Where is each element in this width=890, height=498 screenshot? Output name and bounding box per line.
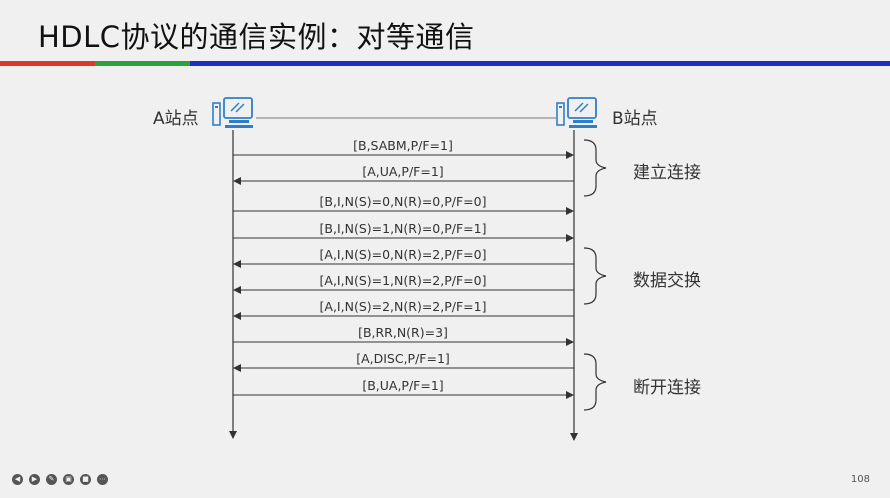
message-label: [B,RR,N(R)=3] xyxy=(358,325,448,340)
message-label: [B,I,N(S)=1,N(R)=0,P/F=1] xyxy=(319,221,487,236)
zoom-icon[interactable]: ▣ xyxy=(63,474,74,485)
station-a-label: A站点 xyxy=(153,109,199,129)
camera-icon[interactable]: ■ xyxy=(80,474,91,485)
phase-label: 数据交换 xyxy=(633,271,701,291)
phase-brace xyxy=(583,139,607,197)
message-label: [A,I,N(S)=2,N(R)=2,P/F=1] xyxy=(319,299,487,314)
page-number: 108 xyxy=(850,474,870,485)
phase-brace xyxy=(583,353,607,411)
next-icon[interactable]: ▶ xyxy=(29,474,40,485)
presentation-controls: ◀ ▶ ✎ ▣ ■ ⋯ xyxy=(12,474,108,485)
pen-icon[interactable]: ✎ xyxy=(46,474,57,485)
message-label: [A,I,N(S)=1,N(R)=2,P/F=0] xyxy=(319,273,487,288)
message-label: [B,UA,P/F=1] xyxy=(362,378,444,393)
station-b-label: B站点 xyxy=(612,109,658,129)
title-rule-green xyxy=(95,61,190,66)
message-label: [A,DISC,P/F=1] xyxy=(356,351,450,366)
message-label: [A,I,N(S)=0,N(R)=2,P/F=0] xyxy=(319,247,487,262)
slide-title: HDLC协议的通信实例：对等通信 xyxy=(38,20,475,54)
phase-label: 建立连接 xyxy=(633,163,701,183)
computer-icon xyxy=(212,97,253,128)
message-label: [B,SABM,P/F=1] xyxy=(353,138,453,153)
message-label: [A,UA,P/F=1] xyxy=(362,164,444,179)
phase-brace xyxy=(583,247,607,305)
title-rule-red xyxy=(0,61,95,66)
computer-icon xyxy=(556,97,597,128)
message-label: [B,I,N(S)=0,N(R)=0,P/F=0] xyxy=(319,194,487,209)
title-rule-blue xyxy=(190,61,890,66)
phase-label: 断开连接 xyxy=(633,378,701,398)
more-icon[interactable]: ⋯ xyxy=(97,474,108,485)
prev-icon[interactable]: ◀ xyxy=(12,474,23,485)
